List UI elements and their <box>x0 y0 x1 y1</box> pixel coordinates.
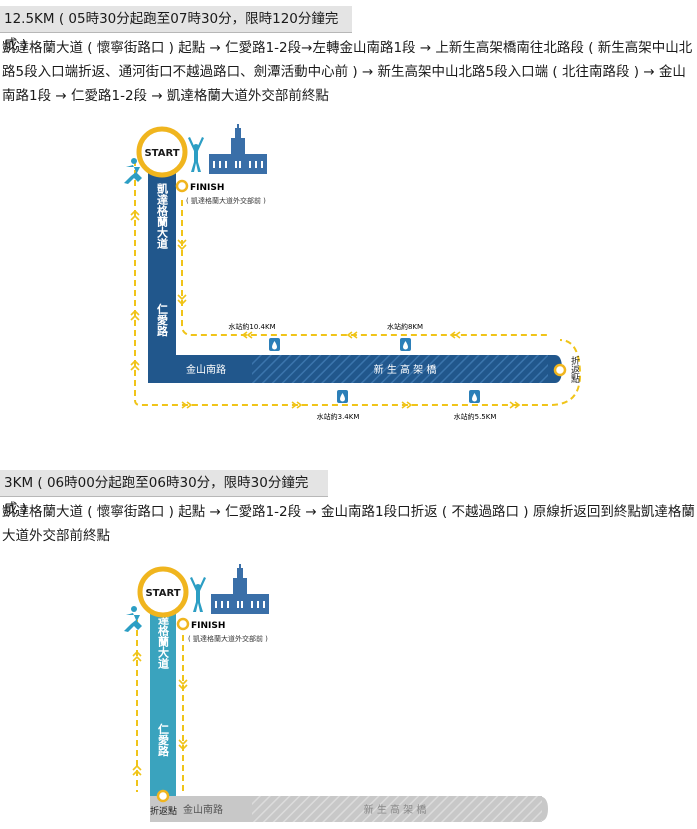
course-map-3km: 凱達格蘭大道 仁愛路 金山南路 新 生 高 架 橋 折返點 START <box>124 564 548 822</box>
water-station-8km: 水站約8KM <box>387 322 423 351</box>
finish-label: FINISH <box>190 183 224 193</box>
finisher-icon-3km <box>190 577 206 612</box>
start-label: START <box>144 148 179 159</box>
runner-icon-3km <box>124 606 142 632</box>
section-title-3km: 3KM ( 06時00分起跑至06時30分，限時30分鐘完成 ) <box>0 470 328 517</box>
svg-text:水站約8KM: 水站約8KM <box>387 322 423 331</box>
start-marker <box>136 126 188 178</box>
water-station-5-5km: 水站約5.5KM <box>454 390 497 421</box>
presidential-office-icon-3km <box>211 564 269 614</box>
road-label-jinshan-3km: 金山南路 <box>183 803 223 816</box>
road-label-ren-ai: 仁愛路 <box>156 302 169 337</box>
turnaround-label-3km: 折返點 <box>150 805 177 817</box>
route-description-3km: 凱達格蘭大道 ( 懷寧街路口 ) 起點 → 仁愛路1-2段 → 金山南路1段口折… <box>2 504 695 544</box>
turnaround-marker-3km <box>156 789 170 803</box>
turnaround-label: 折返點 <box>569 355 580 384</box>
direction-chevrons <box>130 209 521 409</box>
course-path-3km <box>136 620 184 792</box>
finisher-icon <box>188 137 204 172</box>
road-ketagalan-ren-ai <box>148 160 252 383</box>
road-label-ketagalan-3km: 凱達格蘭大道 <box>157 602 170 670</box>
road-label-jinshan: 金山南路 <box>186 363 226 376</box>
road-xinsheng-viaduct <box>252 355 548 383</box>
water-station-3-4km: 水站約3.4KM <box>317 390 360 421</box>
route-description-12-5km: 凱達格蘭大道 ( 懷寧街路口 ) 起點 → 仁愛路1-2段→左轉金山南路1段 →… <box>2 40 693 104</box>
start-label-3km: START <box>145 588 180 599</box>
svg-text:水站約10.4KM: 水站約10.4KM <box>228 322 275 331</box>
finish-label-3km: FINISH <box>191 621 225 631</box>
finish-marker-3km <box>176 617 190 631</box>
section-title-12-5km: 12.5KM ( 05時30分起跑至07時30分，限時120分鐘完成 ) <box>0 6 352 53</box>
direction-chevrons-3km <box>132 650 188 776</box>
road-label-xinsheng: 新 生 高 架 橋 <box>374 363 437 376</box>
finish-note-3km: ( 凱達格蘭大道外交部前 ) <box>188 634 268 643</box>
svg-text:水站約5.5KM: 水站約5.5KM <box>454 412 497 421</box>
road-ketagalan-ren-ai-3km <box>150 600 176 796</box>
start-marker-3km <box>137 566 189 618</box>
svg-text:水站約3.4KM: 水站約3.4KM <box>317 412 360 421</box>
turnaround-marker <box>553 363 567 377</box>
road-label-xinsheng-3km: 新 生 高 架 橋 <box>364 803 427 816</box>
finish-marker <box>175 179 189 193</box>
course-map-12-5km: 凱達格蘭大道 仁愛路 金山南路 新 生 高 架 橋 START <box>124 124 582 421</box>
road-xinsheng-inactive <box>252 796 542 822</box>
water-station-10-4km: 水站約10.4KM <box>228 322 280 351</box>
road-label-ketagalan: 凱達格蘭大道 <box>156 182 169 250</box>
presidential-office-icon <box>209 124 267 174</box>
road-label-ren-ai-3km: 仁愛路 <box>157 722 170 757</box>
runner-icon <box>124 158 142 184</box>
finish-note: ( 凱達格蘭大道外交部前 ) <box>186 196 266 205</box>
